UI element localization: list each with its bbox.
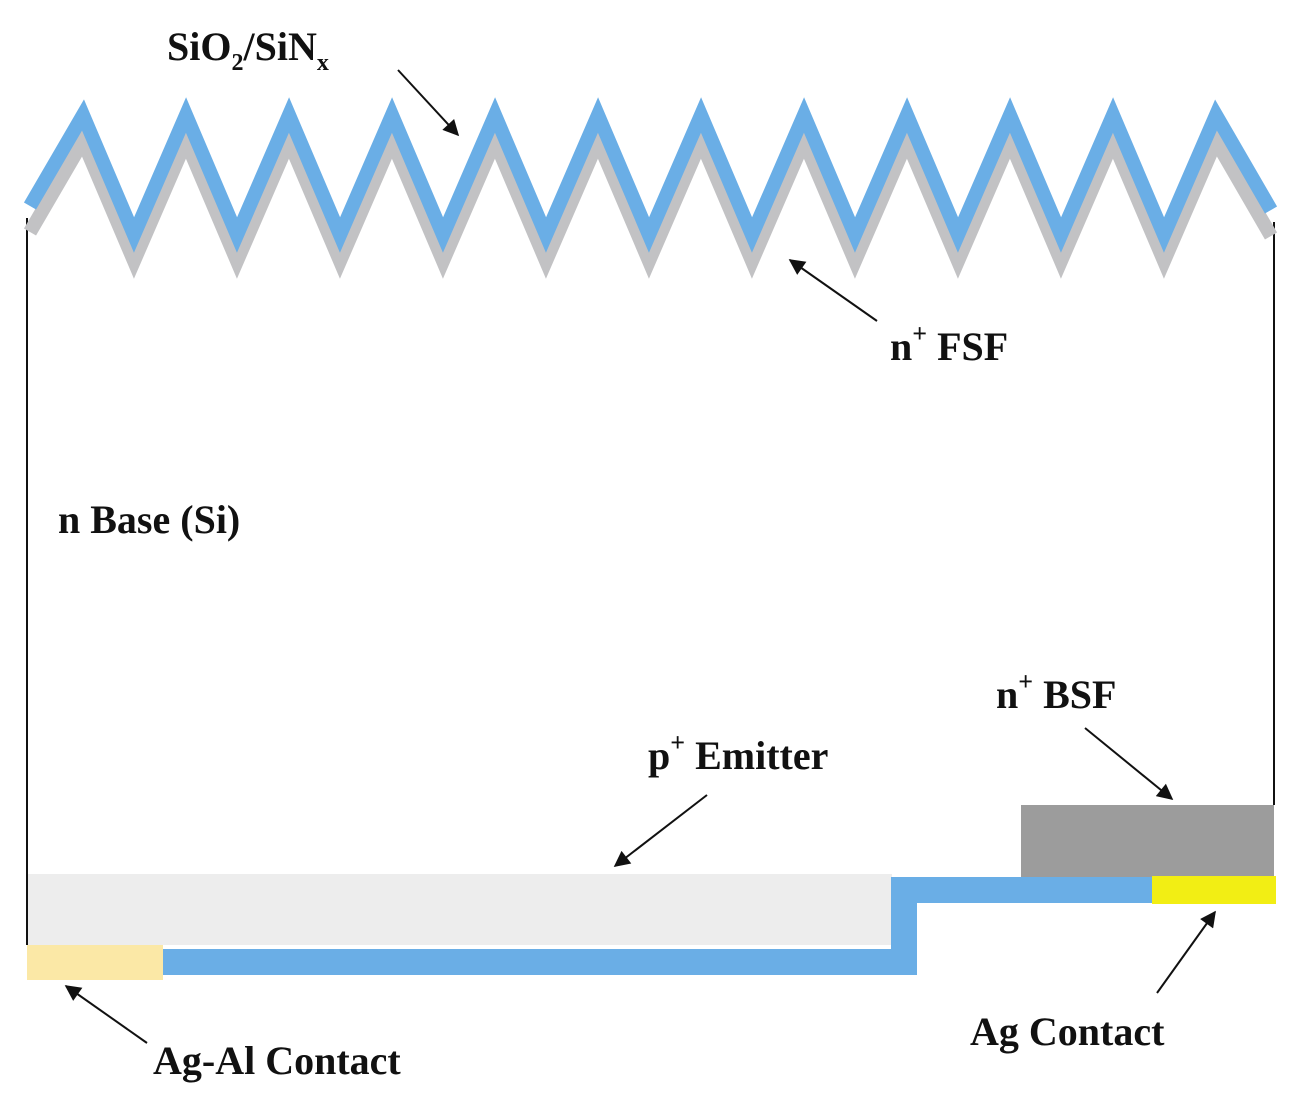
fsf-layer <box>23 123 1278 279</box>
bsf-arrow <box>1084 727 1174 801</box>
n-bsf-region <box>1021 805 1274 877</box>
antireflection-coating <box>23 97 1278 253</box>
ag-al-contact-arrow <box>64 985 148 1044</box>
coating-arrow <box>397 69 460 137</box>
p-emitter-region <box>28 874 892 945</box>
rear-passivation-layer <box>163 877 1152 975</box>
ag-al-contact-label: Ag-Al Contact <box>153 1038 401 1083</box>
base-label: n Base (Si) <box>58 497 240 542</box>
ag-contact-arrow <box>1156 910 1216 994</box>
fsf-arrow <box>788 259 878 322</box>
coating-label: SiO2/SiNx <box>167 24 329 76</box>
emitter-label: p+ Emitter <box>648 728 828 778</box>
bsf-label: n+ BSF <box>996 667 1116 717</box>
fsf-label: n+ FSF <box>890 319 1008 369</box>
ag-contact-pad <box>1152 876 1276 904</box>
ag-al-contact-pad <box>27 945 163 980</box>
ag-contact-label: Ag Contact <box>970 1009 1165 1054</box>
emitter-arrow <box>613 794 708 867</box>
